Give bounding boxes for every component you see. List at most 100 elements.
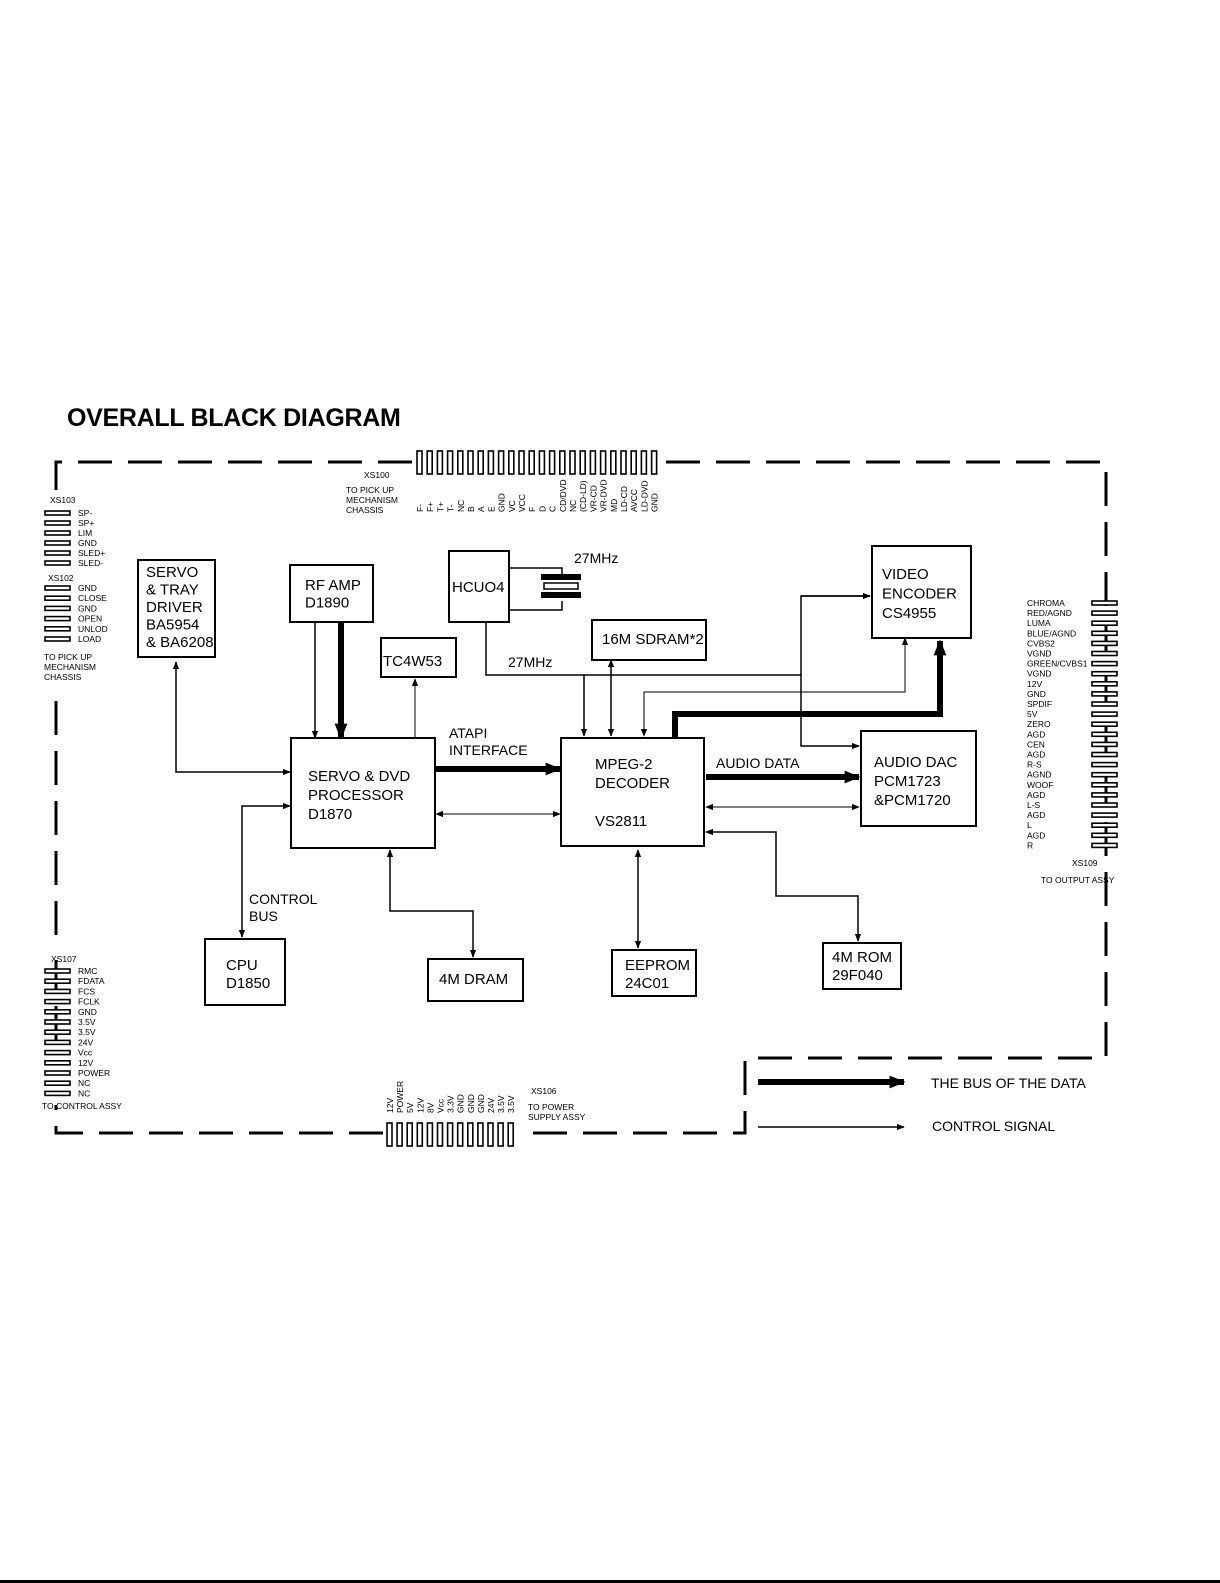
rom-label: 29F040 [832, 967, 883, 984]
xs107-pin-label: FDATA [78, 976, 105, 986]
atapi-label-1: ATAPI [449, 725, 487, 741]
xs106-pin-label: Vcc [436, 1098, 446, 1113]
xs102-pin [44, 625, 71, 632]
audio-dac-label: &PCM1720 [874, 792, 951, 809]
mpeg2-block [560, 737, 705, 847]
xs107-pin-label: POWER [78, 1068, 110, 1078]
xs100-pin-label: F [527, 507, 537, 512]
xs100-pin-label: CD/DVD [558, 479, 568, 512]
xs102-pin-label: CLOSE [78, 593, 107, 603]
xs109-pin [1091, 640, 1118, 647]
servo-tray-label: & TRAY [146, 582, 199, 599]
xs107-pin-label: NC [78, 1088, 90, 1098]
diagram-title: OVERALL BLACK DIAGRAM [67, 404, 401, 432]
xs107-pin [44, 988, 71, 995]
xs109-pin [1091, 802, 1118, 808]
xs106-pin [416, 1122, 424, 1147]
video-encoder-block [871, 545, 972, 639]
legend: THE BUS OF THE DATA CONTROL SIGNAL [758, 1075, 1086, 1134]
xs102-destination: MECHANISM [44, 662, 96, 672]
xs100-pin [579, 450, 587, 475]
xs109-pin [1091, 650, 1118, 657]
servo-tray-link [172, 661, 291, 776]
servo-tray-label: BA5954 [146, 617, 199, 634]
xs109-pin-label: BLUE/AGND [1027, 628, 1076, 638]
dram-block [427, 958, 524, 1002]
xs103-pin [44, 540, 71, 546]
rom-block [822, 942, 902, 990]
xs109-pin-label: CVBS2 [1027, 638, 1055, 648]
rf-amp-label: RF AMP [305, 577, 361, 594]
xs100-pin-label: MD [609, 499, 619, 512]
xs109-pin-label: AGD [1027, 750, 1045, 760]
xs102-pin [44, 636, 71, 642]
xs103-pin-label: SLED+ [78, 548, 105, 558]
xs107-destination: TO CONTROL ASSY [42, 1101, 122, 1111]
xs109-pin [1091, 660, 1118, 667]
xs102-destination: TO PICK UP [44, 652, 92, 662]
servo-tray-label: & BA6208 [146, 634, 214, 651]
xs103-pin [44, 560, 71, 566]
xs107-pin-label: 12V [78, 1058, 93, 1068]
xs109-pin-label: GREEN/CVBS1 [1027, 659, 1088, 669]
xs107-pin [44, 1039, 71, 1046]
xs100-pin [456, 450, 464, 475]
xs109-pin-label: ZERO [1027, 719, 1051, 729]
xs106-pin-label: 3.5V [506, 1095, 516, 1113]
xs109-pin-label: GND [1027, 689, 1046, 699]
xs109-pin [1091, 812, 1118, 818]
xs109-pin-label: SPDIF [1027, 699, 1052, 709]
legend-control-label: CONTROL SIGNAL [932, 1118, 1055, 1134]
xs109-name: XS109 [1072, 858, 1098, 868]
xs109-pin-label: WOOF [1027, 780, 1053, 790]
xs107-pin [44, 1070, 71, 1076]
rf-amp-label: D1890 [305, 595, 349, 612]
xs103-pin-label: SP- [78, 508, 92, 518]
xs102-pin [44, 615, 71, 622]
hcuo4-block [448, 550, 510, 623]
xs106-pin-label: 24V [486, 1098, 496, 1113]
xs107-pin-label: FCS [78, 986, 95, 996]
xs109-pin [1091, 701, 1118, 707]
xs109-pin [1091, 620, 1118, 627]
xs100-pin [497, 450, 505, 475]
xs100-pin [467, 450, 474, 475]
servo-dvd-block [290, 737, 436, 849]
xs109-pin-label: AGND [1027, 770, 1052, 780]
xs100-pin-label: LD-DVD [639, 480, 649, 512]
xs100-pin [609, 450, 617, 475]
xs100-pin-label: B [466, 506, 476, 512]
xs100-pin-label: AVCC [629, 489, 639, 512]
legend-data-bus-label: THE BUS OF THE DATA [931, 1075, 1086, 1091]
xs109-pin [1091, 600, 1118, 606]
mpeg2-label: DECODER [595, 775, 670, 792]
xs109-pin-label: AGD [1027, 830, 1045, 840]
xs107-pin-label: NC [78, 1078, 90, 1088]
xs107-pin [44, 1008, 71, 1015]
crystal-27mhz-icon [541, 574, 581, 598]
xs100-pin [558, 450, 566, 475]
xs107-pin-label: 3.5V [78, 1017, 96, 1027]
xs107-pin-label: FCLK [78, 997, 100, 1007]
xs107-pin [44, 968, 71, 974]
xs100-pin [569, 450, 576, 475]
xs109-pin [1091, 741, 1118, 748]
xs100-pin-label: A [476, 506, 486, 512]
video-encoder-label: CS4955 [882, 605, 936, 622]
xs106-pin-label: 12V [385, 1098, 395, 1113]
xs102-pin [44, 595, 71, 602]
xs109-pin [1091, 832, 1118, 839]
xs103-pin [44, 550, 71, 556]
xs109-pin-label: R-S [1027, 760, 1042, 770]
mpeg-to-video-ctrl [640, 637, 909, 737]
xs103-pin-label: SP+ [78, 518, 94, 528]
xs109-pin-label: AGD [1027, 729, 1045, 739]
page-bottom-rule [0, 1580, 1220, 1583]
xs100-pin [538, 450, 546, 475]
sdram-label: 16M SDRAM*2 [602, 631, 704, 648]
dram-label: 4M DRAM [439, 971, 508, 988]
xs100-pin-label: GND [650, 493, 660, 512]
xs106-pin-label: 8V [425, 1102, 435, 1113]
xs109-pin-label: 12V [1027, 679, 1042, 689]
